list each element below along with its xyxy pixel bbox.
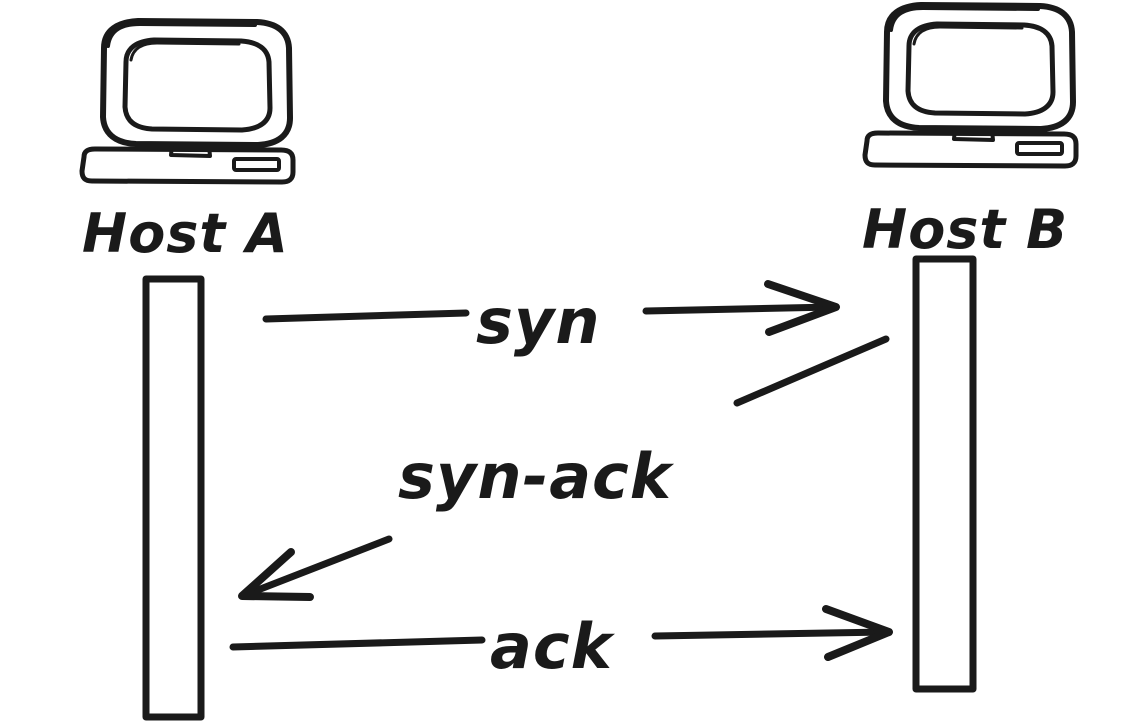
syn-message-label: syn	[476, 285, 600, 358]
ack-message-label: ack	[490, 610, 616, 683]
host-b-label: Host B	[862, 198, 1068, 261]
host-b-lifeline	[912, 255, 977, 693]
syn-ack-arrow	[238, 335, 890, 601]
syn-ack-message-label: syn-ack	[398, 440, 675, 513]
ack-arrow	[229, 605, 893, 661]
host-a-label: Host A	[82, 202, 289, 265]
syn-arrow	[262, 280, 840, 336]
host-a-lifeline	[142, 275, 205, 721]
host-a-computer-icon	[79, 18, 296, 185]
host-b-computer-icon	[862, 2, 1079, 169]
